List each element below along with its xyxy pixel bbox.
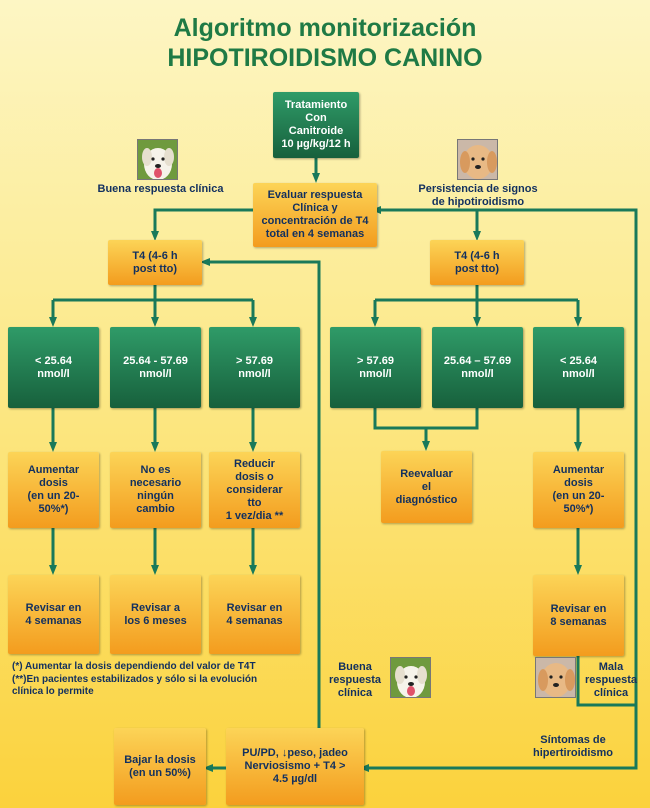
- action-increase-dose-right: Aumentar dosis (en un 20- 50%*): [533, 452, 624, 528]
- t4-left-box: T4 (4-6 h post tto): [108, 240, 202, 285]
- action-increase-dose-left: Aumentar dosis (en un 20- 50%*): [8, 452, 99, 528]
- range-left-high-box: > 57.69 nmol/l: [209, 327, 300, 408]
- range-right-low-box: < 25.64 nmol/l: [533, 327, 624, 408]
- review-6-months: Revisar a los 6 meses: [110, 575, 201, 654]
- action-reevaluate-diagnosis: Reevaluar el diagnóstico: [381, 451, 472, 523]
- review-8-weeks: Revisar en 8 semanas: [533, 575, 624, 656]
- t4-right-box: T4 (4-6 h post tto): [430, 240, 524, 285]
- dog-photo-persistence: [457, 139, 498, 180]
- label-good-response-bottom: Buena respuesta clínica: [329, 661, 381, 699]
- action-no-change: No es necesario ningún cambio: [110, 452, 201, 528]
- range-right-mid-box: 25.64 – 57.69 nmol/l: [432, 327, 523, 408]
- dog-photo-bad: [535, 657, 576, 698]
- footnote-2: (**)En pacientes estabilizados y sólo si…: [12, 674, 258, 697]
- dog-photo-good-bottom: [390, 657, 431, 698]
- range-left-mid-box: 25.64 - 57.69 nmol/l: [110, 327, 201, 408]
- range-left-low-box: < 25.64 nmol/l: [8, 327, 99, 408]
- treatment-box: Tratamiento Con Canitroide 10 µg/kg/12 h: [273, 92, 359, 158]
- hyperthyroid-signs-box: PU/PD, ↓peso, jadeo Nerviosismo + T4 > 4…: [226, 728, 364, 805]
- title-line-2: HIPOTIROIDISMO CANINO: [167, 44, 483, 72]
- label-hyperthyroid-symptoms: Síntomas de hipertiroidismo: [532, 734, 614, 759]
- title-line-1: Algoritmo monitorización: [173, 14, 477, 42]
- footnote-1: (*) Aumentar la dosis dependiendo del va…: [12, 661, 256, 672]
- label-persistence-signs: Persistencia de signos de hipotiroidismo: [418, 183, 538, 208]
- review-4-weeks-left: Revisar en 4 semanas: [8, 575, 99, 654]
- lower-dose-box: Bajar la dosis (en un 50%): [114, 728, 206, 805]
- range-right-high-box: > 57.69 nmol/l: [330, 327, 421, 408]
- dog-photo-good-top: [137, 139, 178, 180]
- label-bad-response: Mala respuesta clínica: [585, 661, 637, 699]
- label-good-response-top: Buena respuesta clínica: [97, 183, 224, 195]
- action-reduce-dose: Reducir dosis o considerar tto 1 vez/dia…: [209, 452, 300, 528]
- evaluate-response-box: Evaluar respuesta Clínica y concentració…: [253, 183, 377, 247]
- review-4-weeks-right: Revisar en 4 semanas: [209, 575, 300, 654]
